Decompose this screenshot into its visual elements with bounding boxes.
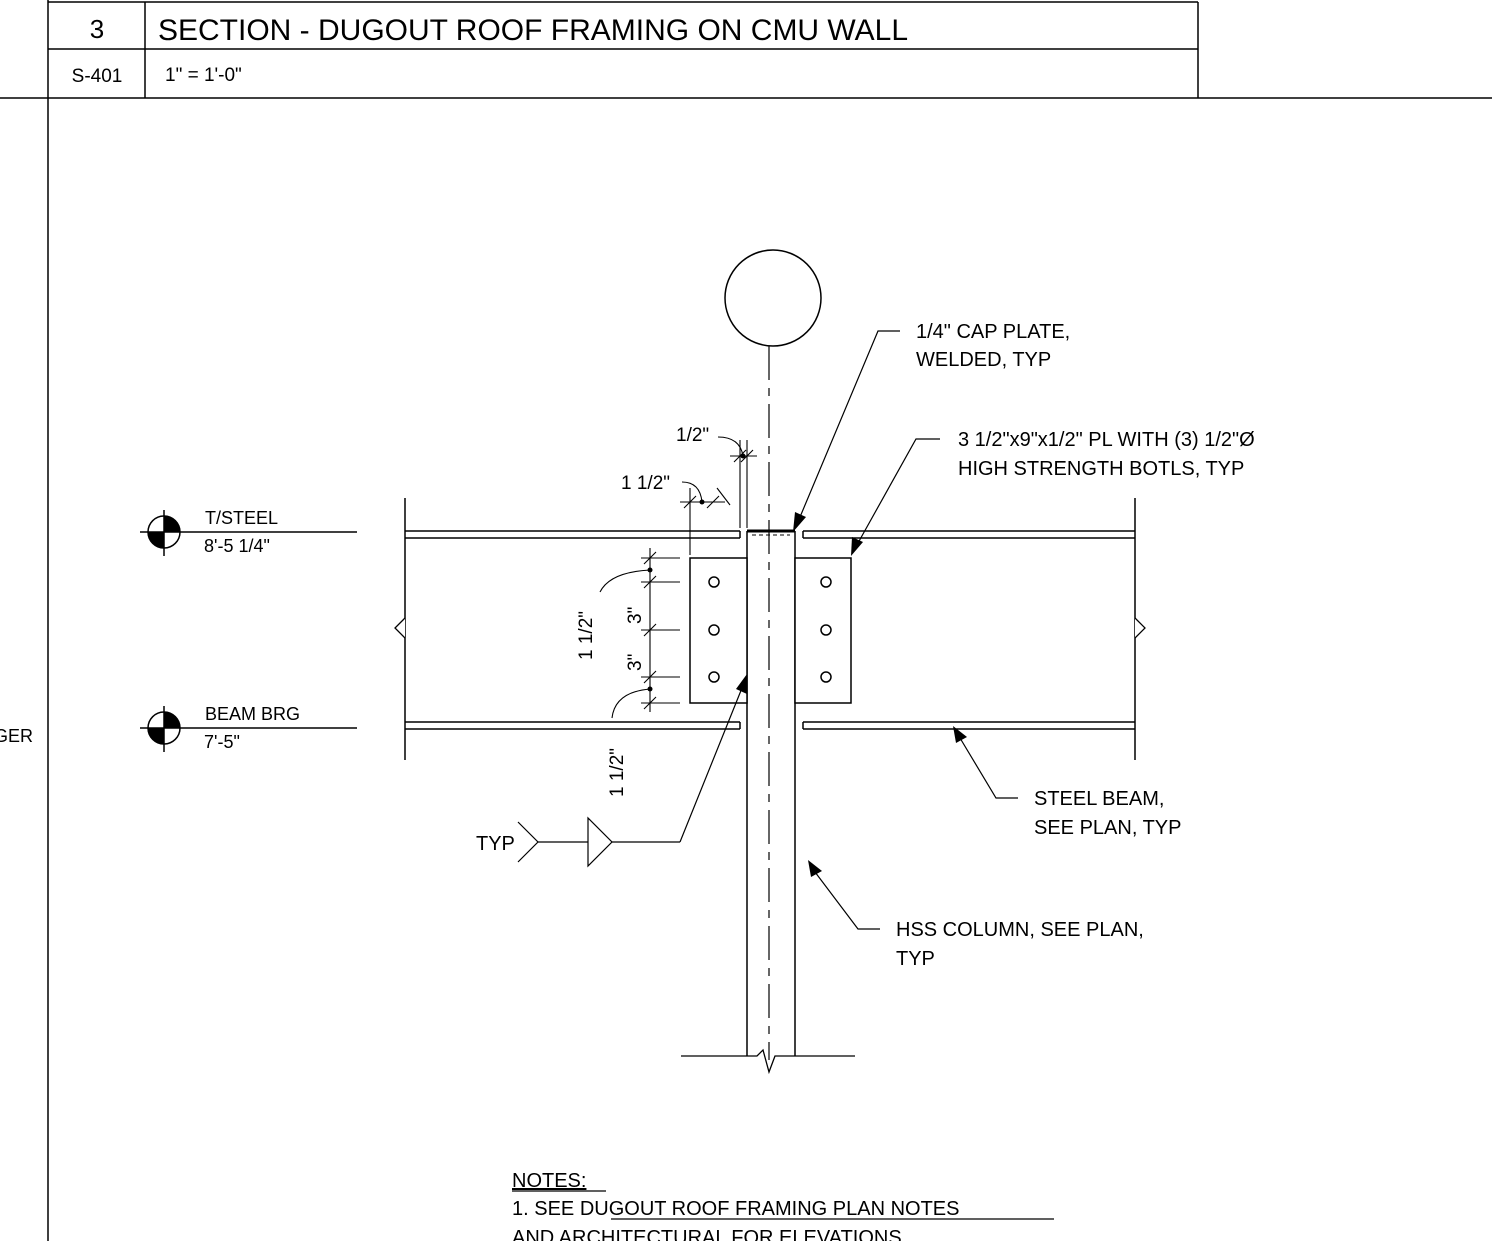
callout-text: SEE PLAN, TYP [1034, 817, 1181, 839]
shear-plates [689, 557, 852, 704]
dimension-vertical: 1 1/2" 3" 3" 1 1/2" [576, 548, 680, 797]
bolt-hole [820, 576, 832, 588]
dimension-plate-edge: 1 1/2" [621, 473, 670, 494]
dimension-bolt-edge-top: 1 1/2" [576, 611, 597, 660]
level-elevation: 7'-5" [204, 732, 240, 752]
callout-text: HSS COLUMN, SEE PLAN, [896, 919, 1144, 941]
steel-beams [394, 498, 1146, 760]
dimension-bolt-spacing: 3" [625, 654, 646, 671]
callout-text: HIGH STRENGTH BOTLS, TYP [958, 458, 1244, 480]
level-marker-t-steel: T/STEEL 8'-5 1/4" [140, 508, 357, 556]
callout-text: STEEL BEAM, [1034, 788, 1164, 810]
bolt-hole [820, 624, 832, 636]
notes-heading: NOTES: [512, 1170, 586, 1192]
note-1-continued: AND ARCHITECTURAL FOR ELEVATIONS [512, 1227, 902, 1241]
level-elevation: 8'-5 1/4" [204, 536, 270, 556]
callout-steel-beam: STEEL BEAM, SEE PLAN, TYP [953, 726, 1181, 839]
column-grid-bubble [724, 249, 822, 347]
general-notes: NOTES: 1. SEE DUGOUT ROOF FRAMING PLAN N… [512, 1170, 1054, 1241]
level-marker-beam-brg: BEAM BRG 7'-5" [140, 704, 357, 752]
dimension-top: 1/2" 1 1/2" [621, 425, 757, 555]
note-reference-link: DUGOUT ROOF FRAMING PLAN NOTES [580, 1198, 960, 1220]
callout-text: 3 1/2"x9"x1/2" PL WITH (3) 1/2"Ø [958, 429, 1255, 451]
detail-number: 3 [90, 14, 104, 44]
weld-symbol: TYP [476, 674, 747, 868]
level-name: T/STEEL [205, 508, 278, 528]
note-1: 1. SEE DUGOUT ROOF FRAMING PLAN NOTES [512, 1198, 959, 1220]
callout-text: WELDED, TYP [916, 349, 1051, 371]
bolt-hole [708, 671, 720, 683]
detail-title: SECTION - DUGOUT ROOF FRAMING ON CMU WAL… [158, 14, 908, 47]
callout-text: TYP [896, 948, 935, 970]
cropped-edge-text: GER [0, 726, 33, 746]
callout-hss-column: HSS COLUMN, SEE PLAN, TYP [808, 860, 1144, 970]
callout-text: 1/4" CAP PLATE, [916, 321, 1070, 343]
drawing-scale: 1" = 1'-0" [165, 65, 242, 86]
dimension-bolt-edge-bottom: 1 1/2" [607, 748, 628, 797]
bolt-hole [820, 671, 832, 683]
bolt-hole [708, 624, 720, 636]
level-name: BEAM BRG [205, 704, 300, 724]
weld-text: TYP [476, 833, 515, 855]
callout-cap-plate: 1/4" CAP PLATE, WELDED, TYP [793, 321, 1070, 532]
dimension-gap: 1/2" [676, 425, 709, 446]
dimension-bolt-spacing: 3" [625, 607, 646, 624]
callout-shear-plate: 3 1/2"x9"x1/2" PL WITH (3) 1/2"Ø HIGH ST… [851, 429, 1255, 556]
column-break-line [681, 1048, 855, 1075]
bolt-hole [708, 576, 720, 588]
right-shear-plate [794, 557, 852, 704]
sheet-number: S-401 [72, 66, 123, 87]
